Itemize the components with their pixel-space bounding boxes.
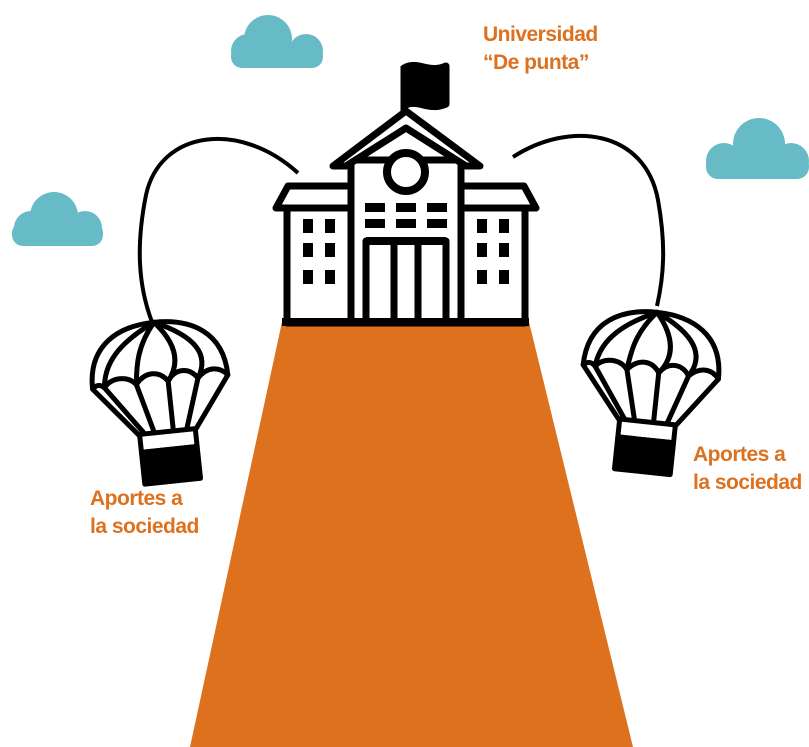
university-label-line2: “De punta”	[483, 51, 589, 74]
parachute-icon	[89, 319, 231, 487]
cloud-icon	[231, 15, 323, 68]
right-contribution-label: Aportes a la sociedad	[693, 441, 802, 497]
building-windows	[303, 203, 509, 284]
left-string	[137, 136, 300, 323]
university-building-icon	[272, 61, 540, 327]
right-label-line2: la sociedad	[693, 471, 802, 494]
parachute-icon	[580, 309, 722, 478]
left-label-line1: Aportes a	[90, 487, 183, 510]
flag-icon	[400, 61, 450, 111]
university-label-line1: Universidad	[483, 23, 598, 46]
left-label-line2: la sociedad	[90, 515, 199, 538]
left-contribution-label: Aportes a la sociedad	[90, 485, 199, 541]
cloud-icon	[12, 192, 103, 246]
university-label: Universidad “De punta”	[483, 21, 598, 77]
mountain	[190, 322, 633, 747]
cloud-icon	[706, 118, 809, 179]
right-string	[511, 133, 666, 307]
right-label-line1: Aportes a	[693, 443, 786, 466]
